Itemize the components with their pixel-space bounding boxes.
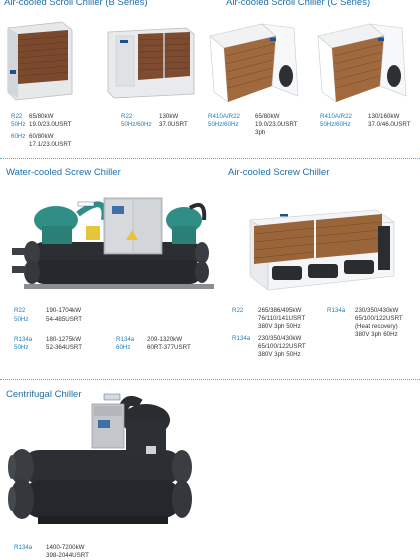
capacity-value: (Heat recovery) <box>355 323 398 330</box>
capacity-value: 37.0USRT <box>159 121 188 128</box>
capacity-value: 398-2044USRT <box>46 552 89 559</box>
section-title-water-screw: Water-cooled Screw Chiller <box>6 167 121 178</box>
scroll-b-small-unit-image <box>4 18 76 102</box>
refrigerant-label: R134a <box>14 544 33 551</box>
capacity-value: 230/350/430kW <box>355 307 399 314</box>
capacity-value: 3ph <box>255 129 266 136</box>
frequency-label: 60Hz <box>11 133 26 140</box>
capacity-value: 1400-7200kW <box>46 544 85 551</box>
capacity-value: 65/80kW <box>255 113 280 120</box>
frequency-label: 60Hz <box>116 344 131 351</box>
capacity-value: 180-1275kW <box>46 336 82 343</box>
centrifugal-chiller-image <box>8 384 194 540</box>
capacity-value: 17.1/23.0USRT <box>29 141 72 148</box>
refrigerant-label: R134a <box>327 307 346 314</box>
capacity-value: 130kW <box>159 113 179 120</box>
refrigerant-label: R22 <box>14 307 26 314</box>
scroll-c-small-unit-image <box>204 14 310 108</box>
water-screw-chiller-image <box>8 190 218 300</box>
capacity-value: 65/80kW <box>29 113 54 120</box>
refrigerant-label: R410A/R22 <box>208 113 240 120</box>
capacity-value: 130/160kW <box>368 113 400 120</box>
refrigerant-label: R410A/R22 <box>320 113 352 120</box>
scroll-b-large-unit-image <box>104 24 196 102</box>
capacity-value: 52-364USRT <box>46 344 82 351</box>
section-title-scroll-c: Air-cooled Scroll Chiller (C Series) <box>226 0 371 8</box>
frequency-label: 50Hz/60Hz <box>121 121 152 128</box>
capacity-value: 54-485USRT <box>46 316 82 323</box>
refrigerant-label: R134a <box>116 336 135 343</box>
capacity-value: 209-1320kW <box>147 336 183 343</box>
capacity-value: 230/350/430kW <box>258 335 302 342</box>
section-divider <box>0 158 420 159</box>
frequency-label: 50Hz <box>11 121 26 128</box>
capacity-value: 37.0/46.0USRT <box>368 121 411 128</box>
frequency-label: 50Hz/60Hz <box>320 121 351 128</box>
refrigerant-label: R134a <box>232 335 251 342</box>
capacity-value: 380V 3ph 50Hz <box>258 351 301 358</box>
frequency-label: 50Hz <box>14 316 29 323</box>
frequency-label: 50Hz <box>14 344 29 351</box>
refrigerant-label: R22 <box>121 113 133 120</box>
refrigerant-label: R22 <box>232 307 244 314</box>
capacity-value: 60RT-377USRT <box>147 344 191 351</box>
capacity-value: 65/100/122USRT <box>258 343 306 350</box>
section-title-scroll-b: Air-cooled Scroll Chiller (B Series) <box>4 0 148 8</box>
refrigerant-label: R134a <box>14 336 33 343</box>
capacity-value: 265/386/495kW <box>258 307 302 314</box>
capacity-value: 380V 3ph 50Hz <box>258 323 301 330</box>
capacity-value: 76/110/141USRT <box>258 315 306 322</box>
frequency-label: 50Hz/60Hz <box>208 121 239 128</box>
air-screw-chiller-image <box>244 206 402 298</box>
section-divider <box>0 379 420 380</box>
capacity-value: 65/100/122USRT <box>355 315 403 322</box>
scroll-c-large-unit-image <box>312 14 418 108</box>
capacity-value: 19.0/23.0USRT <box>255 121 298 128</box>
capacity-value: 60/80kW <box>29 133 54 140</box>
capacity-value: 190-1704kW <box>46 307 82 314</box>
section-title-air-screw: Air-cooled Screw Chiller <box>228 167 330 178</box>
capacity-value: 380V 3ph 60Hz <box>355 331 398 338</box>
capacity-value: 19.0/23.0USRT <box>29 121 72 128</box>
refrigerant-label: R22 <box>11 113 23 120</box>
section-title-centrifugal: Centrifugal Chiller <box>6 389 82 400</box>
